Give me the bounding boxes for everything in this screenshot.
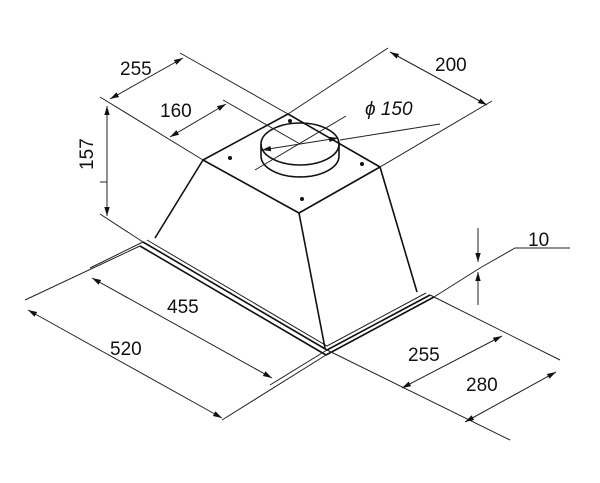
dim-flange-thickness: 10	[528, 230, 550, 251]
dim-inner-depth: 255	[408, 345, 440, 366]
dim-outer-length: 520	[110, 339, 142, 360]
dimension-lines	[24, 47, 570, 441]
screw-holes	[228, 119, 364, 201]
dim-inner-length: 455	[167, 297, 199, 318]
dim-top-depth: 255	[120, 59, 152, 80]
duct-collar	[260, 122, 340, 178]
dim-duct-diameter: ϕ 150	[365, 99, 413, 120]
dim-outer-depth: 280	[466, 375, 498, 396]
dim-top-inner: 160	[160, 101, 192, 122]
dim-height: 157	[77, 138, 98, 170]
dim-top-width: 200	[435, 55, 467, 76]
